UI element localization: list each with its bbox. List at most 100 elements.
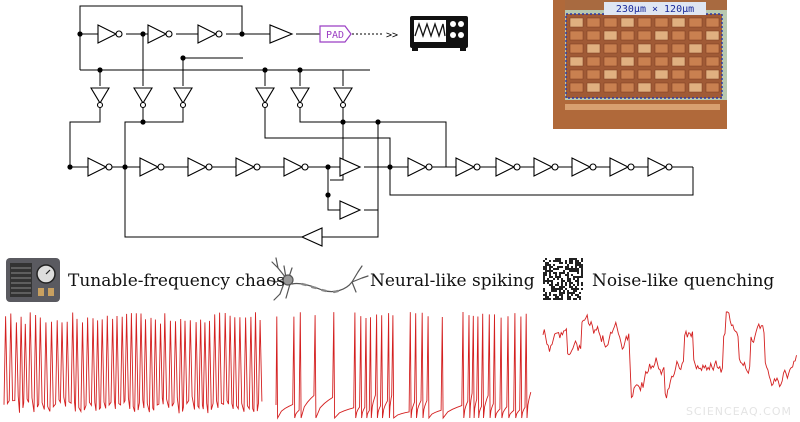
- noise-pixel: [551, 280, 553, 282]
- noise-pixel: [567, 278, 569, 280]
- noise-pixel: [547, 280, 549, 282]
- noise-pixel: [567, 280, 569, 282]
- chip-cell: [637, 82, 652, 93]
- noise-pixel: [567, 292, 569, 294]
- noise-pixel: [575, 280, 577, 282]
- noise-pixel: [545, 262, 547, 264]
- neuron-icon: [267, 257, 369, 301]
- noise-pixel: [561, 280, 563, 282]
- noise-pixel: [549, 292, 551, 294]
- noise-pixel: [569, 258, 571, 260]
- noise-pixel: [555, 284, 557, 286]
- noise-pixel: [575, 258, 577, 260]
- noise-pixel: [561, 288, 563, 290]
- noise-pixel: [543, 276, 545, 278]
- chip-cell: [620, 82, 635, 93]
- noise-pixel: [543, 288, 545, 290]
- noise-pixel: [571, 286, 573, 288]
- chip-cell: [671, 69, 686, 80]
- chip-cell: [688, 30, 703, 41]
- chip-cell: [688, 82, 703, 93]
- noise-pixel: [569, 280, 571, 282]
- chip-cell: [654, 56, 669, 67]
- chip-cell: [586, 56, 601, 67]
- noise-pixel: [563, 286, 565, 288]
- noise-pixel: [577, 296, 579, 298]
- pad-label: PAD: [319, 25, 352, 43]
- noise-pixel: [565, 274, 567, 276]
- noise-pixel: [543, 272, 545, 274]
- chip-cell: [654, 69, 669, 80]
- noise-pixel: [581, 270, 583, 272]
- chip-cell: [569, 17, 584, 28]
- noise-pixel: [559, 288, 561, 290]
- noise-pixel: [571, 268, 573, 270]
- noise-pixel: [557, 282, 559, 284]
- noise-pixel: [575, 270, 577, 272]
- noise-pixel: [559, 298, 561, 300]
- waveform-quenching: [542, 311, 797, 399]
- noise-pixel: [551, 288, 553, 290]
- noise-pixel: [581, 258, 583, 260]
- noise-pixel: [559, 292, 561, 294]
- chip-cell: [688, 69, 703, 80]
- noise-pixel: [575, 276, 577, 278]
- noise-pixel: [579, 292, 581, 294]
- caption-chaos: Tunable-frequency chaos: [68, 271, 285, 291]
- noise-pixel: [555, 258, 557, 260]
- noise-pixel: [569, 284, 571, 286]
- noise-pixel: [581, 284, 583, 286]
- chip-cell: [586, 43, 601, 54]
- noise-pixel: [557, 288, 559, 290]
- noise-pixel: [559, 274, 561, 276]
- chip-cell: [671, 56, 686, 67]
- noise-pixel: [567, 274, 569, 276]
- noise-pixel: [577, 280, 579, 282]
- noise-pixel: [543, 260, 545, 262]
- noise-pixel: [573, 270, 575, 272]
- noise-pixel: [577, 262, 579, 264]
- noise-pixel: [575, 260, 577, 262]
- noise-pixel: [569, 278, 571, 280]
- noise-pixel: [565, 284, 567, 286]
- noise-pixel: [579, 262, 581, 264]
- noise-pixel: [571, 270, 573, 272]
- radio-icon: [6, 258, 60, 302]
- noise-pixel: [553, 272, 555, 274]
- noise-pixel: [569, 282, 571, 284]
- chip-cell: [705, 17, 720, 28]
- chip-cell: [620, 69, 635, 80]
- noise-pixel: [555, 276, 557, 278]
- chip-cell: [620, 43, 635, 54]
- chip-cell: [586, 30, 601, 41]
- noise-pixel: [559, 272, 561, 274]
- noise-pixel: [565, 260, 567, 262]
- chip-cell: [603, 69, 618, 80]
- noise-pixel: [549, 284, 551, 286]
- noise-pixel: [575, 294, 577, 296]
- chip-cell: [603, 43, 618, 54]
- noise-pixel: [559, 294, 561, 296]
- noise-pixel: [565, 266, 567, 268]
- noise-pixel: [571, 262, 573, 264]
- noise-pixel: [581, 282, 583, 284]
- chip-cell: [688, 43, 703, 54]
- noise-pixel: [563, 290, 565, 292]
- waveform-spiking: [275, 311, 532, 420]
- chip-cell: [671, 17, 686, 28]
- noise-pixel: [571, 258, 573, 260]
- noise-pixel: [543, 294, 545, 296]
- noise-pixel: [579, 296, 581, 298]
- noise-pixel: [581, 274, 583, 276]
- chip-cell: [586, 17, 601, 28]
- chip-cell: [637, 17, 652, 28]
- watermark: SCIENCEAQ.COM: [685, 405, 792, 418]
- noise-pixel: [567, 290, 569, 292]
- noise-pixel: [567, 298, 569, 300]
- noise-pixel: [551, 276, 553, 278]
- oscilloscope-icon: [410, 16, 468, 51]
- chip-cell: [671, 43, 686, 54]
- noise-pixel: [547, 296, 549, 298]
- chip-cell: [620, 56, 635, 67]
- noise-pixel: [577, 264, 579, 266]
